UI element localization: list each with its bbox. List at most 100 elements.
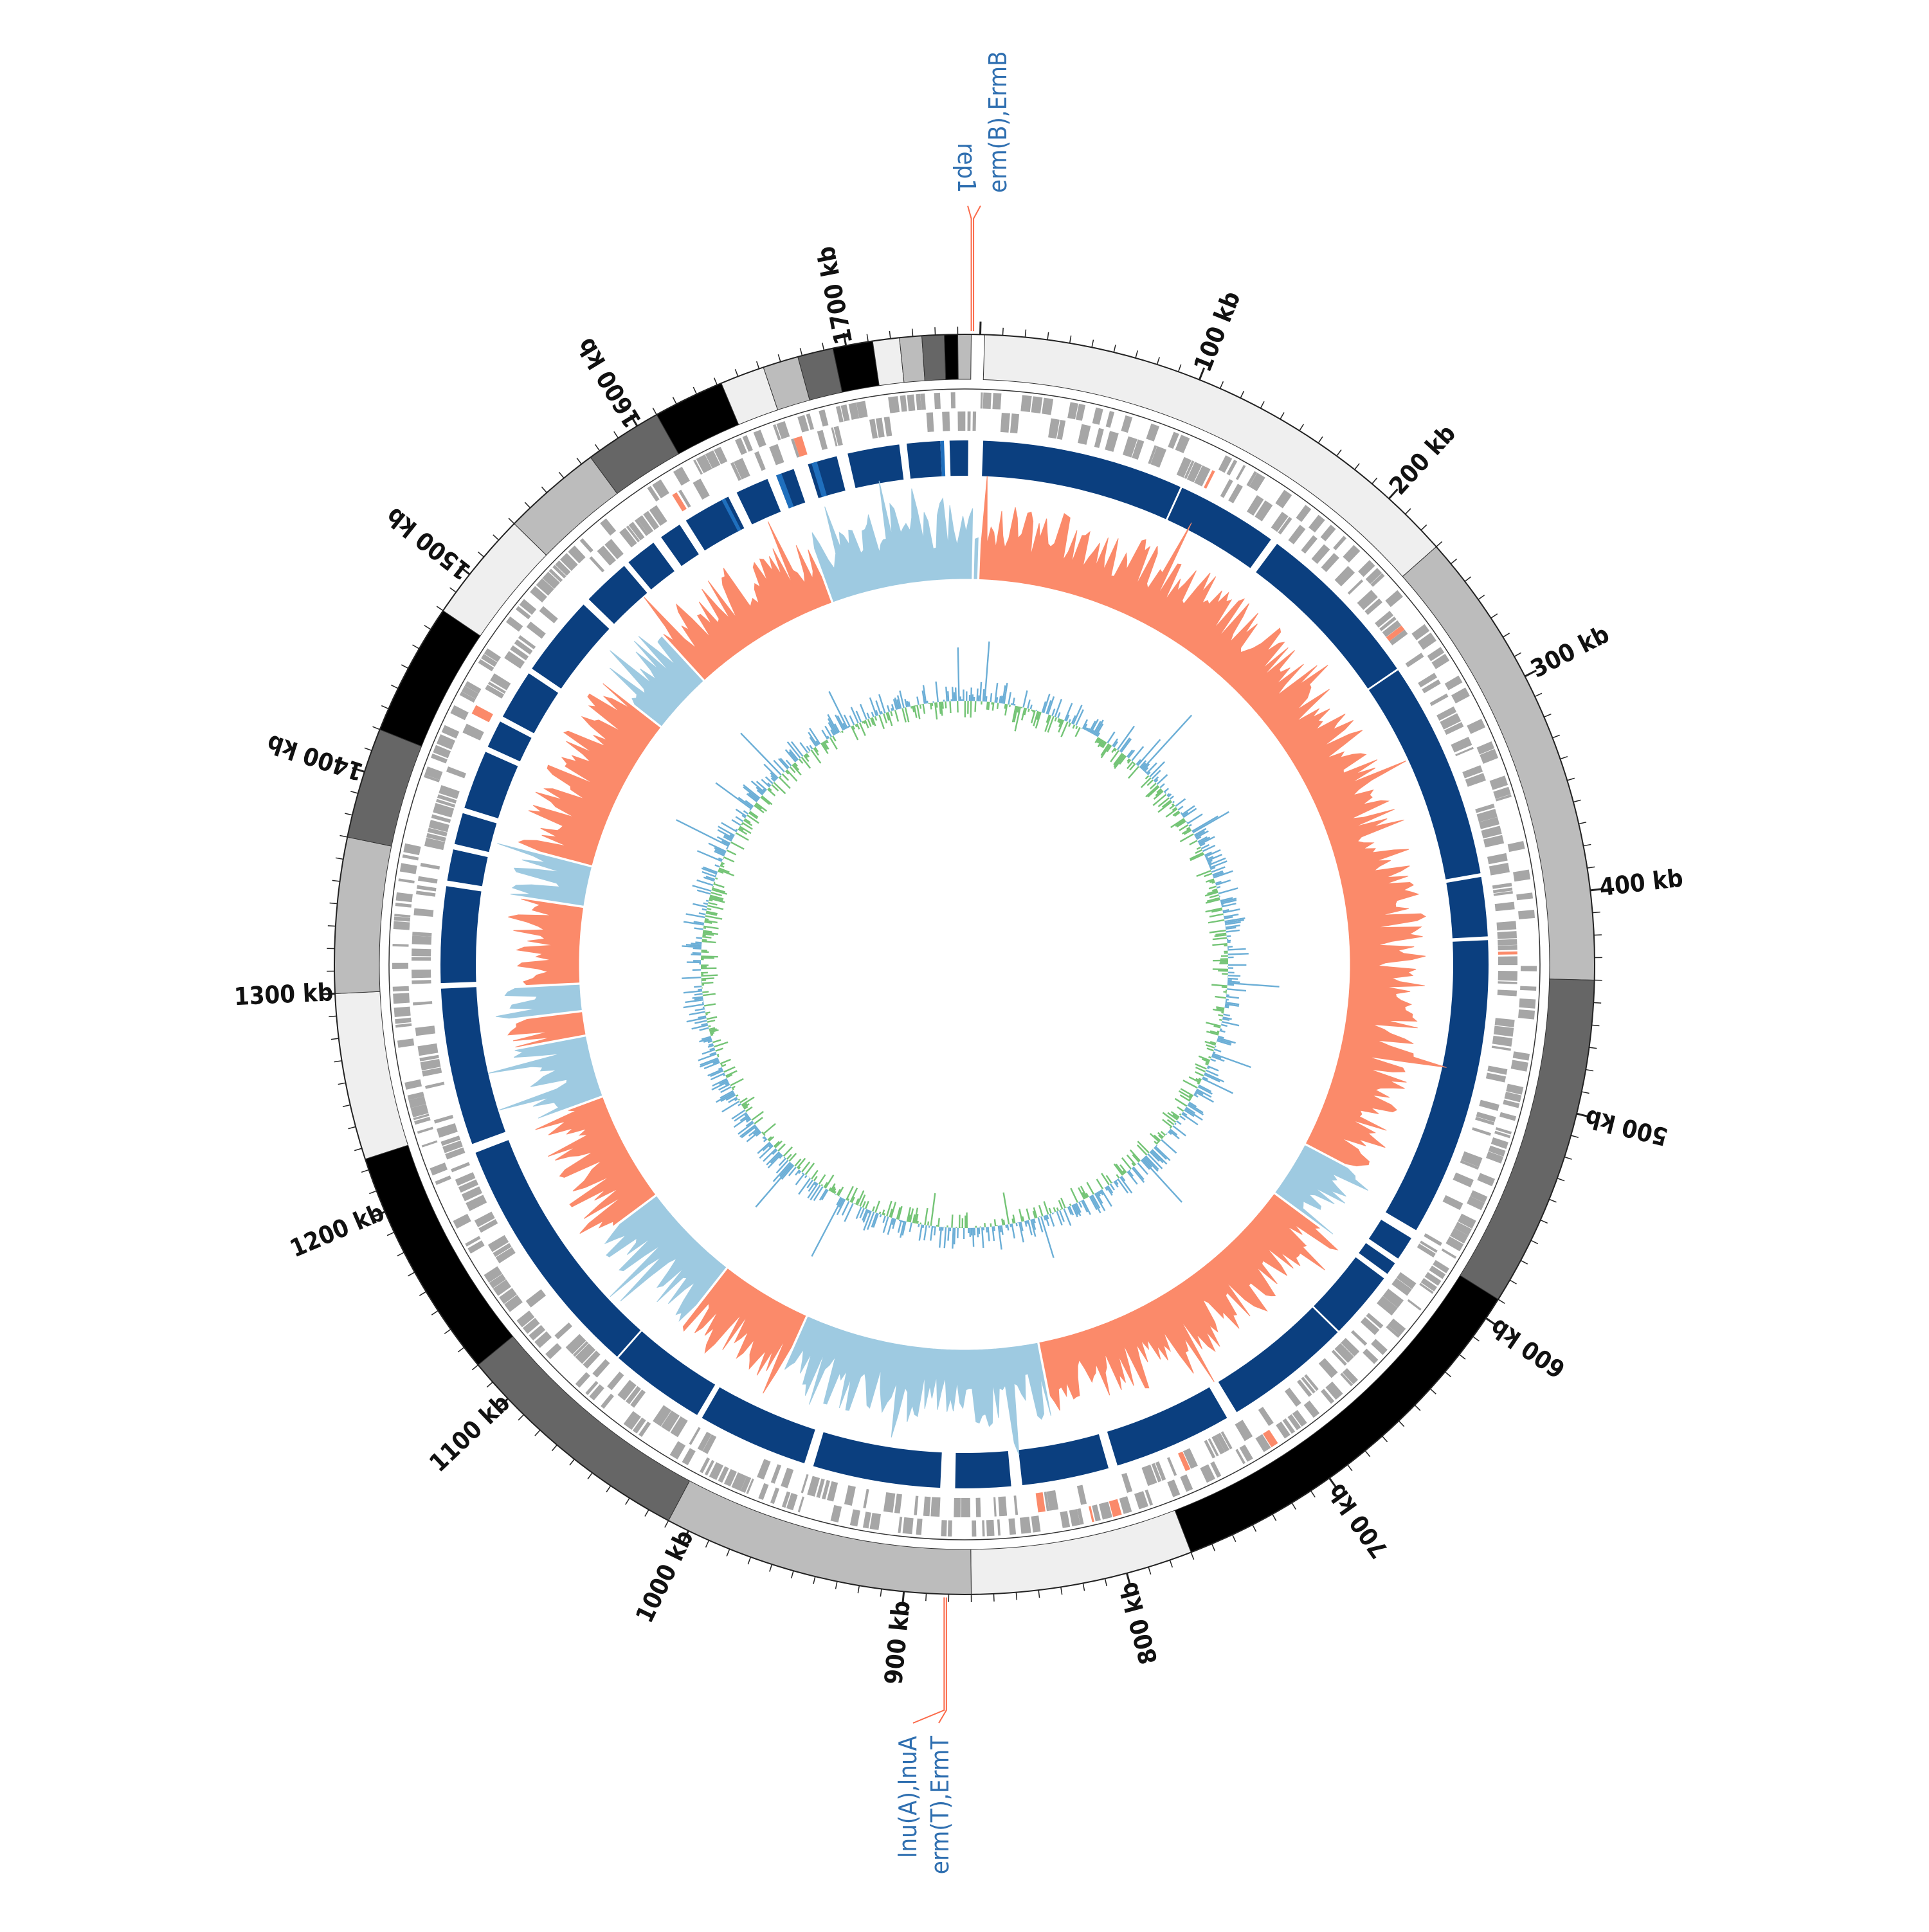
gc-content-high	[1001, 1225, 1002, 1235]
minor-tick	[1083, 1584, 1084, 1591]
gc-content-high	[738, 797, 752, 808]
gc-content-low	[721, 864, 723, 865]
gene-feature	[894, 1494, 902, 1513]
minor-tick	[867, 334, 868, 342]
gene-feature	[1275, 490, 1292, 509]
gc-content-high	[693, 948, 702, 949]
gene-feature	[392, 944, 408, 947]
gene-feature	[1301, 536, 1318, 554]
gc-content-low	[701, 956, 718, 957]
minor-tick	[1567, 778, 1574, 781]
gc-content-low	[1177, 1107, 1184, 1111]
gc-content-high	[1116, 1180, 1117, 1181]
gc-content-high	[867, 713, 869, 719]
gc-content-high	[919, 1225, 922, 1241]
gene-feature	[771, 1464, 781, 1483]
gc-content-low	[1215, 997, 1226, 998]
gc-content-high	[736, 809, 746, 817]
blast-block	[503, 673, 558, 733]
gene-feature	[1487, 853, 1508, 864]
gc-content-low	[723, 857, 734, 862]
gc-content-high	[973, 1228, 974, 1247]
gene-feature	[575, 1372, 590, 1387]
gene-feature	[1001, 413, 1010, 433]
gc-content-high	[880, 1214, 881, 1217]
gene-feature	[819, 410, 828, 427]
gc-content-high	[1160, 784, 1164, 788]
gene-feature	[1031, 396, 1043, 413]
gc-content-high	[1188, 814, 1202, 824]
gene-feature	[850, 1509, 860, 1526]
minor-tick	[1573, 800, 1581, 802]
gc-content-high	[1194, 1094, 1199, 1097]
gene-feature	[446, 766, 466, 778]
gc-content-low	[1055, 718, 1056, 721]
minor-tick	[1016, 1593, 1017, 1600]
blast-block	[447, 849, 487, 886]
gc-content-low	[988, 702, 989, 710]
gc-content-low	[1097, 1179, 1103, 1189]
minor-tick	[1220, 381, 1224, 388]
gc-content-high	[1058, 712, 1060, 718]
gc-content-low	[971, 701, 972, 718]
tick-label: 900 kb	[879, 1600, 915, 1686]
gc-content-high	[702, 909, 707, 910]
gene-feature	[412, 970, 431, 978]
minor-tick	[332, 880, 340, 881]
minor-tick	[472, 1365, 478, 1370]
gc-content-low	[717, 1054, 719, 1055]
gene-feature	[607, 1371, 624, 1390]
gc-content-low	[779, 777, 790, 789]
gene-feature	[1518, 910, 1535, 919]
gc-content-high	[1226, 995, 1229, 996]
gc-content-high	[703, 903, 708, 905]
minor-tick	[1114, 345, 1116, 352]
gc-content-low	[730, 1079, 743, 1086]
gene-feature	[1121, 415, 1132, 433]
gene-feature	[930, 1497, 940, 1517]
gc-content-high	[850, 716, 855, 725]
gene-feature	[976, 1498, 981, 1517]
gene-feature	[1348, 579, 1363, 595]
gc-content-low	[833, 736, 836, 741]
gc-content-low	[925, 1208, 927, 1225]
gene-feature	[1288, 525, 1305, 544]
gc-content-high	[983, 689, 984, 701]
contig-segment	[900, 336, 925, 383]
gc-content-low	[875, 1201, 879, 1213]
gene-feature	[1451, 687, 1470, 703]
gc-content-low	[1172, 804, 1173, 805]
gc-content-high	[1152, 770, 1160, 779]
gene-leader-line	[974, 206, 981, 331]
gene-feature	[757, 1459, 770, 1479]
gene-feature	[1521, 966, 1537, 971]
gc-content-low	[1044, 1202, 1049, 1214]
gc-content-high	[1000, 1225, 1001, 1232]
tick-label: 300 kb	[1526, 620, 1614, 683]
minor-tick	[1491, 614, 1498, 618]
gc-content-high	[1214, 1049, 1221, 1052]
gene-feature	[490, 673, 511, 690]
gc-content-low	[895, 710, 898, 721]
gc-content-high	[1224, 1015, 1230, 1016]
gene-label-ermB: erm(B),ErmB	[984, 51, 1012, 193]
minor-tick	[1421, 525, 1427, 530]
gc-skew-negative	[974, 538, 978, 579]
gene-leader-line	[939, 1598, 946, 1723]
gc-content-low	[1163, 1119, 1172, 1127]
gc-content-low	[1212, 882, 1215, 883]
gc-content-low	[1161, 1132, 1166, 1135]
gene-feature	[1385, 590, 1403, 607]
gene-feature	[870, 1513, 881, 1530]
gc-content-high	[844, 1204, 853, 1222]
gene-feature	[462, 724, 484, 741]
gene-feature	[554, 1323, 572, 1339]
gene-feature	[1472, 1127, 1491, 1135]
gene-feature	[1513, 1051, 1530, 1060]
gc-content-low	[707, 1017, 717, 1019]
gc-skew-positive	[1040, 1195, 1337, 1411]
gc-content-low	[936, 702, 937, 707]
gc-content-high	[1228, 953, 1249, 954]
minor-tick	[419, 1292, 426, 1296]
